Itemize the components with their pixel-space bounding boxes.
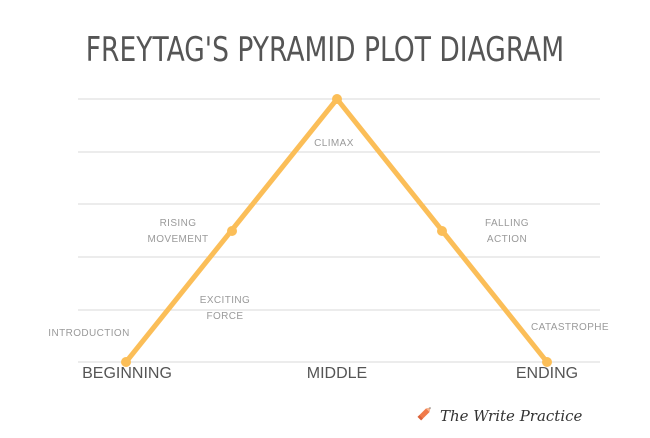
pencil-icon	[416, 404, 434, 427]
point-rising-movement	[227, 226, 237, 236]
brand-name: The Write Practice	[440, 406, 583, 425]
label-climax: CLIMAX	[314, 138, 354, 149]
point-climax	[332, 94, 342, 104]
point-catastrophe	[542, 357, 552, 367]
diagram-title: FREYTAG'S PYRAMID PLOT DIAGRAM	[85, 30, 565, 70]
brand-logo: The Write Practice	[416, 404, 582, 427]
label-falling-line1: FALLING	[485, 218, 529, 229]
label-exciting-line2: FORCE	[207, 311, 244, 322]
label-falling-line2: ACTION	[487, 234, 527, 245]
axis-ending: ENDING	[516, 365, 578, 382]
label-catastrophe: CATASTROPHE	[531, 322, 609, 333]
grid-lines	[78, 98, 600, 363]
axis-beginning: BEGINNING	[82, 365, 172, 382]
label-rising-line1: RISING	[160, 218, 197, 229]
label-rising-line2: MOVEMENT	[148, 234, 209, 245]
point-falling-action	[437, 226, 447, 236]
point-introduction	[121, 357, 131, 367]
label-exciting-line1: EXCITING	[200, 295, 250, 306]
label-introduction: INTRODUCTION	[48, 328, 129, 339]
axis-middle: MIDDLE	[307, 365, 367, 382]
